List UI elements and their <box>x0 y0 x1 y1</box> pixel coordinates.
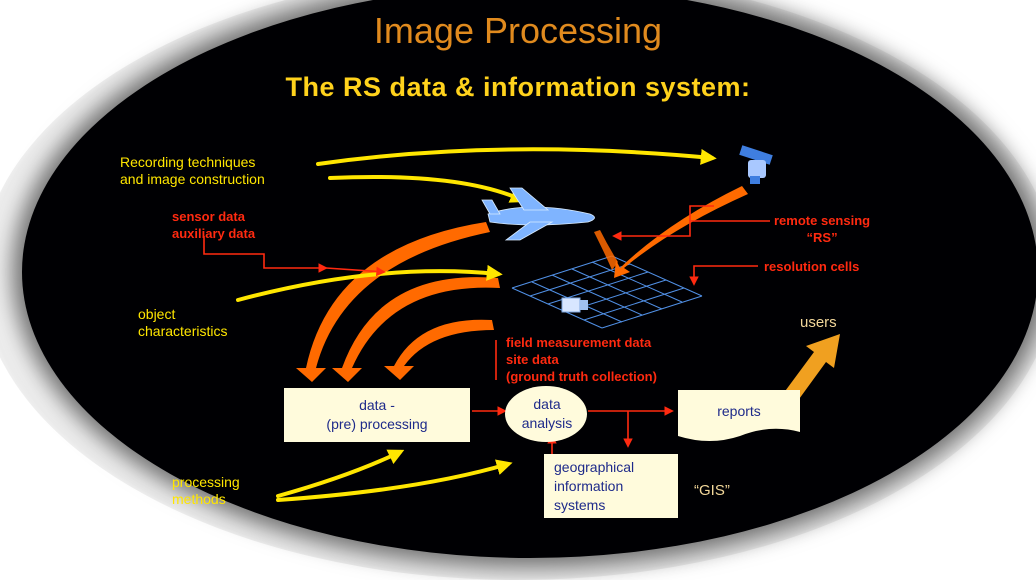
dark-oval-background <box>22 0 1036 558</box>
flow-arrows <box>296 186 748 382</box>
box-reports: reports <box>680 396 798 426</box>
slide-subtitle: The RS data & information system: <box>285 72 751 102</box>
slide-title: Image Processing <box>373 10 663 51</box>
label-object-characteristics: object characteristics <box>138 306 228 339</box>
box-data-processing: data - (pre) processing <box>284 388 470 442</box>
box-data-analysis-label: data analysis <box>521 396 573 431</box>
label-users: users <box>800 314 837 331</box>
label-resolution-cells: resolution cells <box>764 259 860 274</box>
label-recording-techniques: Recording techniques and image construct… <box>120 154 265 187</box>
ground-sensor-icon <box>561 297 588 313</box>
data-analysis-node <box>505 386 587 442</box>
box-data-analysis: data analysis <box>506 392 588 436</box>
flow-arrow-field <box>384 319 494 380</box>
flow-arrow-grid <box>332 277 500 382</box>
label-gis-quote: “GIS” <box>694 482 730 499</box>
box-reports-label: reports <box>717 402 761 419</box>
box-gis-label: geographical information systems <box>554 458 635 513</box>
users-arrow <box>780 334 840 406</box>
flow-arrow-plane-down <box>594 230 618 270</box>
reports-node <box>678 390 800 441</box>
resolution-grid <box>511 255 703 329</box>
box-gis: geographical information systems <box>544 454 678 518</box>
flow-arrow-satellite <box>614 186 748 278</box>
flow-arrow-airplane <box>296 222 490 382</box>
diagram-canvas <box>203 145 840 502</box>
label-processing-methods: processing methods <box>172 474 240 507</box>
label-field-measurement: field measurement data site data (ground… <box>506 335 657 384</box>
label-remote-sensing: remote sensing “RS” <box>774 213 871 245</box>
box-data-processing-label: data - (pre) processing <box>326 397 428 432</box>
yellow-arrows <box>236 147 717 502</box>
airplane-icon <box>481 187 595 241</box>
label-sensor-data: sensor data auxiliary data <box>172 209 256 241</box>
satellite-icon <box>739 145 773 184</box>
